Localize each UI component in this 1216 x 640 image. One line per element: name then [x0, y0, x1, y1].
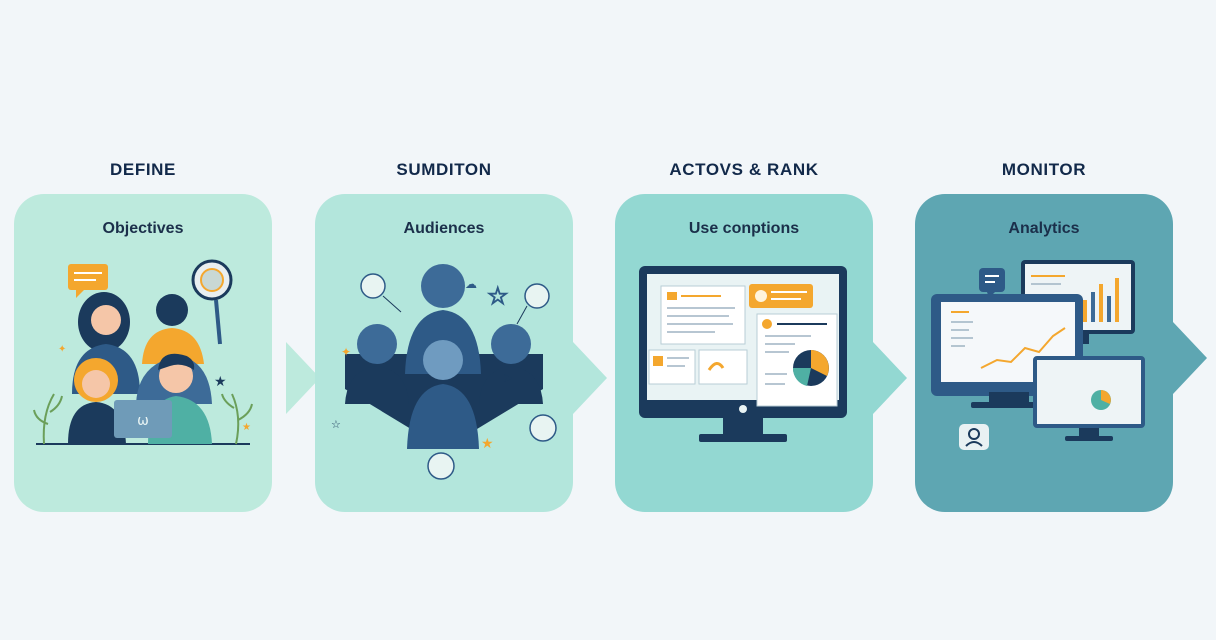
monitor-illustration [639, 266, 847, 442]
magnifier-icon [191, 259, 233, 345]
notification-icon [749, 284, 813, 308]
stage-card: Analytics [915, 194, 1173, 512]
card-label: Objectives [102, 220, 184, 237]
stage-title: MONITOR [1001, 160, 1087, 179]
svg-text:ω: ω [137, 413, 149, 429]
svg-text:✦: ✦ [58, 344, 66, 355]
document-icon [660, 285, 746, 345]
arrow-connector [1173, 322, 1207, 394]
analytics-illustration [931, 260, 1145, 450]
leaf-icon [33, 393, 253, 445]
cloud-icon: ☁ [465, 277, 477, 291]
svg-text:☆: ☆ [331, 418, 341, 431]
user-icon [959, 424, 989, 450]
card-label: Audiences [403, 220, 485, 237]
speech-bubble-icon [68, 264, 108, 298]
stage-card: Use conptions [615, 194, 873, 512]
team-illustration: ω ★ ★ ✦ [33, 259, 253, 445]
pie-chart-icon [792, 350, 829, 386]
line-chart-icon [980, 327, 1066, 369]
star-icon: ★ [214, 374, 227, 390]
arrow-connector [573, 342, 607, 414]
paper-plane-icon: ➤ [503, 371, 513, 385]
card-label: Analytics [1008, 220, 1080, 237]
svg-text:★: ★ [242, 422, 251, 433]
laptop-icon: ω [114, 400, 172, 438]
card-label: Use conptions [688, 220, 800, 237]
svg-text:★: ★ [481, 436, 494, 452]
stage-title: DEFINE [110, 160, 176, 179]
stage-card: Audiences ☆ ➤ ☁ ★ ✦ ☆ [315, 194, 573, 512]
people-group-icon [345, 264, 543, 449]
stage-title: SUMDITON [396, 160, 492, 179]
audience-illustration: ☆ ➤ ☁ ★ ✦ ☆ [331, 264, 557, 480]
pie-chart-icon [1091, 390, 1111, 410]
stage-card: Objectives [14, 194, 272, 512]
svg-text:✦: ✦ [341, 345, 351, 359]
stage-title: ACTOVS & RANK [669, 160, 819, 179]
arrow-connector [873, 342, 907, 414]
bar-chart-icon [1083, 278, 1119, 322]
arrow-connector [286, 342, 320, 414]
star-icon: ☆ [487, 282, 509, 310]
